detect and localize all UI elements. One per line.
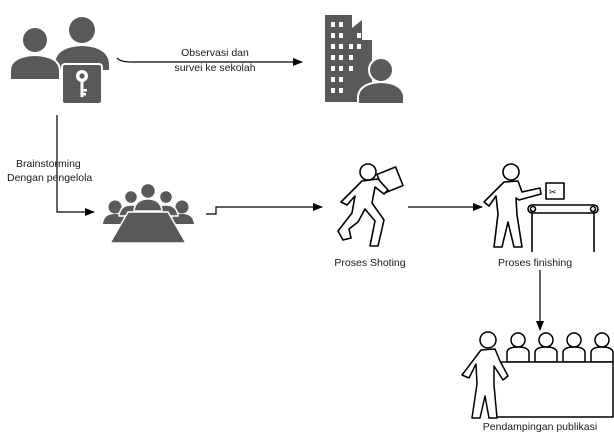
worker-at-conveyor-icon: ✂: [483, 163, 599, 252]
svg-text:✂: ✂: [549, 187, 557, 197]
users-with-key-icon: [9, 17, 109, 105]
building-with-person-icon: [325, 15, 405, 105]
meeting-table-icon: [103, 182, 194, 244]
person-carrying-box-icon: [337, 163, 404, 247]
audience-icon: [506, 332, 614, 363]
node-label-finishing: Proses finishing: [497, 257, 573, 269]
node-label-shooting: Proses Shoting: [334, 257, 406, 269]
edge-observation: [116, 57, 303, 66]
node-label-publication: Pendampingan publikasi: [482, 421, 598, 433]
edge-label-brainstorming-line2: Dengan pengelola: [7, 172, 93, 184]
presenter-with-audience-icon: [461, 331, 614, 419]
edge-label-observation-line1: Observasi dan: [181, 47, 249, 59]
edge-label-observation-line2: survei ke sekolah: [174, 62, 256, 74]
edge-label-brainstorming-line1: Brainstorming: [16, 158, 81, 170]
edge-meeting-to-shooting: [206, 203, 323, 215]
edge-brainstorming: [56, 115, 95, 216]
